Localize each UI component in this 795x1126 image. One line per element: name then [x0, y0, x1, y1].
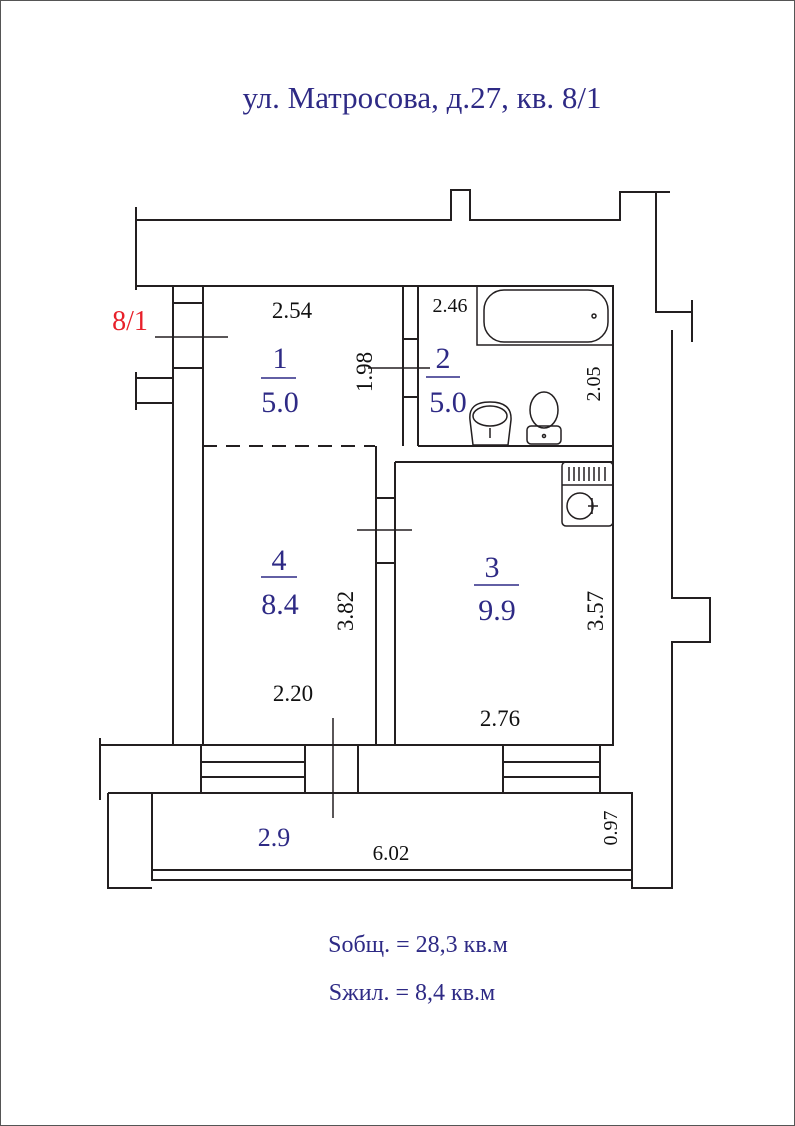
stove-sink-icon: [561, 461, 614, 527]
room-length: 3.82: [333, 591, 358, 631]
living-area: Sжил. = 8,4 кв.м: [329, 980, 495, 1006]
room-1: 1 5.0 2.54 1.98: [261, 298, 377, 419]
bathtub-icon: [476, 285, 614, 346]
total-area: Sобщ. = 28,3 кв.м: [328, 932, 508, 958]
room-length: 1.98: [352, 352, 377, 392]
room-width: 2.46: [433, 295, 468, 317]
room-area: 5.0: [261, 386, 299, 419]
toilet-icon: [526, 391, 562, 445]
room-length: 3.57: [583, 591, 608, 631]
plan-title: ул. Матросова, д.27, кв. 8/1: [243, 80, 602, 115]
apartment-number-label: 8/1: [112, 306, 148, 337]
room-number: 2: [436, 342, 451, 375]
room-2: 2 5.0 2.46 2.05: [426, 295, 605, 419]
dimension-lines: [155, 336, 430, 818]
balcony-area: 2.9: [258, 823, 291, 852]
interior-walls: [202, 285, 614, 746]
balcony-width: 6.02: [373, 841, 410, 865]
room-3: 3 9.9 2.76 3.57: [474, 551, 608, 731]
room-width: 2.20: [273, 681, 313, 706]
room-width: 2.54: [272, 298, 313, 323]
room-number: 3: [485, 551, 500, 584]
room-width: 2.76: [480, 706, 520, 731]
room-area: 5.0: [429, 386, 467, 419]
room-number: 1: [273, 342, 288, 375]
room-area: 9.9: [478, 594, 516, 627]
balcony: [151, 745, 633, 881]
balcony-depth: 0.97: [600, 811, 622, 846]
washbasin-icon: [469, 401, 512, 446]
room-length: 2.05: [583, 367, 605, 402]
room-number: 4: [272, 544, 287, 577]
outer-walls: [99, 189, 711, 889]
room-4: 4 8.4 2.20 3.82: [261, 544, 358, 706]
room-area: 8.4: [261, 588, 299, 621]
